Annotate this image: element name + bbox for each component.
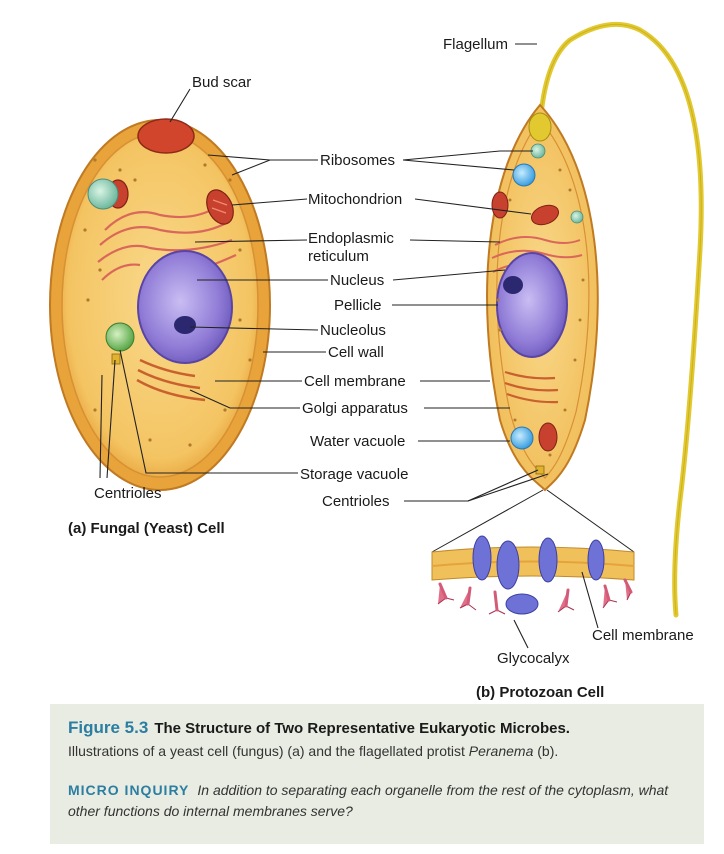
label-water-vacuole: Water vacuole [310,433,405,450]
eukaryotic-cells-diagram: Flagellum Bud scar Ribosomes Mitochondri… [49,21,704,701]
protozoan-cell [431,21,704,618]
label-cell-membrane-detail: Cell membrane [592,627,694,644]
label-endoplasmic: Endoplasmic [308,230,394,247]
label-centrioles-fungal: Centrioles [94,485,162,502]
label-nucleolus: Nucleolus [320,322,386,339]
yeast-nucleus-shape [137,250,233,364]
label-bud-scar: Bud scar [192,74,251,91]
caption-text-italic: Peranema [468,743,534,759]
label-storage-vacuole: Storage vacuole [300,466,408,483]
figure-title: The Structure of Two Representative Euka… [154,720,570,737]
caption-text-after: (b). [533,743,559,759]
protozoan-mitochondria-shape [491,191,560,452]
label-golgi-apparatus: Golgi apparatus [302,400,408,417]
micro-inquiry-label: MICRO INQUIRY [68,782,190,798]
label-reticulum: reticulum [308,248,369,265]
yeast-storage-vacuole-shape [105,322,135,352]
protozoan-centrioles-shape [535,465,545,475]
protozoan-ribosome-dots [496,168,585,457]
leader-lines [99,43,599,649]
water-vacuole-shape [510,426,534,450]
labels: Flagellum Bud scar Ribosomes Mitochondri… [68,36,694,701]
yeast-centrioles-shape [111,353,121,365]
label-glycocalyx: Glycocalyx [497,650,570,667]
label-centrioles-protozoan: Centrioles [322,493,390,510]
label-nucleus: Nucleus [330,272,384,289]
label-ribosomes: Ribosomes [320,152,395,169]
membrane-detail [431,535,635,615]
protozoan-golgi-shape [504,370,559,404]
figure-number: Figure 5.3 [68,718,149,737]
label-cell-wall: Cell wall [328,344,384,361]
caption-description: Illustrations of a yeast cell (fungus) (… [68,743,558,759]
subfigure-label-a: (a) Fungal (Yeast) Cell [68,520,225,537]
yeast-nucleolus-shape [174,316,196,334]
label-flagellum: Flagellum [443,36,508,53]
subfigure-label-b: (b) Protozoan Cell [476,684,604,701]
yeast-ribosome-dots [83,158,252,447]
caption-title-row: Figure 5.3 The Structure of Two Represent… [68,718,570,738]
protozoan-nucleus-shape [496,252,568,358]
figure-caption: Figure 5.3 The Structure of Two Represent… [50,704,704,844]
yeast-vacuole-blue-shape [87,178,119,210]
protozoan-nucleolus-shape [503,276,523,294]
yeast-cell [49,118,271,491]
bud-scar-shape [137,118,195,154]
label-cell-membrane: Cell membrane [304,373,406,390]
caption-text-before: Illustrations of a yeast cell (fungus) (… [68,743,469,759]
label-mitochondrion: Mitochondrion [308,191,402,208]
micro-inquiry-question: In addition to separating each organelle… [68,782,669,819]
yeast-golgi-shape [136,358,206,402]
label-pellicle: Pellicle [334,297,382,314]
